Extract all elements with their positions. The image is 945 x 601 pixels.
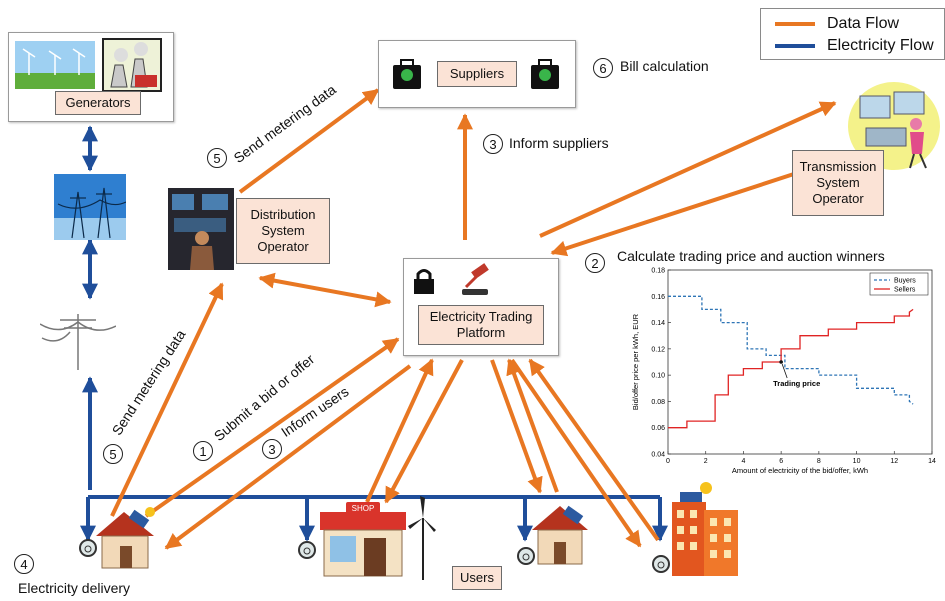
chart-x-tick-label: 4: [741, 458, 745, 465]
shop-to-platform-arrow: [365, 358, 434, 503]
briefcase-icon: [531, 59, 559, 89]
legend-electricity-flow: Electricity Flow: [775, 37, 934, 55]
dso-label: Distribution System Operator: [236, 198, 330, 264]
suppliers-label: Suppliers: [437, 61, 517, 87]
chart-y-tick-label: 0.14: [651, 320, 665, 327]
data-flow-lines: [110, 88, 837, 550]
legend-data-flow: Data Flow: [775, 15, 899, 33]
platform-label: Electricity Trading Platform: [418, 305, 544, 345]
chart-series-sellers-line: [668, 308, 914, 429]
chart-x-axis-label: Amount of electricity of the bid/offer, …: [732, 466, 868, 475]
control-room-icon: [848, 82, 940, 170]
chart-series-buyers-line: [668, 295, 914, 405]
smart-meter-icon: [298, 541, 316, 559]
users-label: Users: [452, 566, 502, 590]
house2-to-platform-arrow: [506, 358, 559, 493]
chart-plot-area: [667, 269, 933, 455]
briefcase-icon: [393, 59, 421, 89]
chart-x-tick-label: 8: [817, 458, 821, 465]
chart-legend-sellers: Sellers: [894, 287, 916, 294]
platform-to-shop-arrow: [384, 359, 464, 504]
chart-legend-buyers: Buyers: [894, 278, 916, 285]
apartment-building-icon: [672, 482, 738, 576]
house-solar-icon: [96, 507, 155, 569]
step-4-label: Electricity delivery: [18, 580, 131, 596]
trading-price-chart: Bid/offer price per kWh, EUR Amount of e…: [631, 268, 936, 476]
chart-annotation-label: Trading price: [773, 379, 820, 388]
generators-label: Generators: [55, 91, 141, 115]
chart-x-tick-label: 2: [704, 458, 708, 465]
step-6-label: Bill calculation: [620, 58, 709, 74]
step-3-marker-suppliers: 3: [483, 134, 503, 154]
chart-y-tick-label: 0.12: [651, 346, 665, 353]
chart-x-tick-label: 14: [928, 458, 936, 465]
step-5-marker-top: 5: [207, 148, 227, 168]
distribution-pole-icon: [40, 314, 116, 370]
legend: Data Flow Electricity Flow: [760, 8, 945, 60]
shop-sign-text: SHOP: [352, 504, 375, 513]
chart-y-tick-label: 0.16: [651, 294, 665, 301]
step-4-marker: 4: [14, 554, 34, 574]
dso-platform-arrow: [258, 272, 392, 308]
house-solar-icon: [532, 505, 588, 565]
house1-to-platform-arrow: [144, 337, 400, 518]
platform-to-house1-arrow: [164, 364, 412, 550]
house1-to-dso-arrow: [110, 282, 224, 517]
platform-to-building-arrow: [510, 358, 642, 548]
wind-turbine-icon: [408, 496, 436, 580]
chart-y-tick-label: 0.08: [651, 399, 665, 406]
electricity-flow-lines: [80, 125, 668, 542]
chart-y-tick-label: 0.06: [651, 425, 665, 432]
chart-y-tick-label: 0.04: [651, 452, 665, 459]
legend-data-flow-label: Data Flow: [827, 15, 900, 32]
transmission-tower-icon: [54, 174, 126, 240]
chart-annotation-pointer: [781, 363, 788, 379]
dso-operator-icon: [168, 188, 234, 270]
electricity-flow-swatch: [775, 44, 815, 48]
shop-icon: SHOP: [320, 502, 406, 577]
trading-platform-box: Electricity Trading Platform: [403, 258, 559, 356]
smart-meter-icon: [79, 539, 97, 557]
chart-annotation-dot: [779, 360, 783, 364]
tso-to-platform-arrow: [550, 170, 801, 257]
suppliers-box: Suppliers: [378, 40, 576, 108]
step-3-label-suppliers: Inform suppliers: [509, 135, 609, 151]
tso-label: Transmission System Operator: [792, 150, 884, 216]
building-to-platform-arrow: [528, 358, 660, 542]
chart-x-tick-label: 6: [779, 458, 783, 465]
step-1-marker: 1: [193, 441, 213, 461]
step-6-marker: 6: [593, 58, 613, 78]
power-plant-icon: [15, 38, 162, 92]
smart-meter-icon: [652, 555, 670, 573]
step-2-marker: 2: [585, 253, 605, 273]
data-flow-swatch: [775, 22, 815, 26]
chart-y-tick-label: 0.10: [651, 373, 665, 380]
smart-meter-icon: [517, 547, 535, 565]
legend-electricity-flow-label: Electricity Flow: [827, 37, 934, 54]
platform-to-tso-arrow: [539, 101, 837, 238]
lock-icon: [414, 269, 434, 294]
step-3-marker-users: 3: [262, 439, 282, 459]
chart-x-tick-label: 12: [890, 458, 898, 465]
chart-x-tick-label: 10: [853, 458, 861, 465]
step-2-label: Calculate trading price and auction winn…: [617, 248, 885, 264]
chart-y-axis-label: Bid/offer price per kWh, EUR: [631, 313, 640, 410]
dso-to-suppliers-arrow: [238, 88, 380, 194]
platform-to-house2-arrow: [490, 359, 543, 494]
chart-y-tick-label: 0.18: [651, 268, 665, 275]
generators-box: Generators: [8, 32, 174, 122]
step-5-marker-bottom: 5: [103, 444, 123, 464]
chart-x-tick-label: 0: [666, 458, 670, 465]
auction-gavel-icon: [462, 263, 489, 295]
